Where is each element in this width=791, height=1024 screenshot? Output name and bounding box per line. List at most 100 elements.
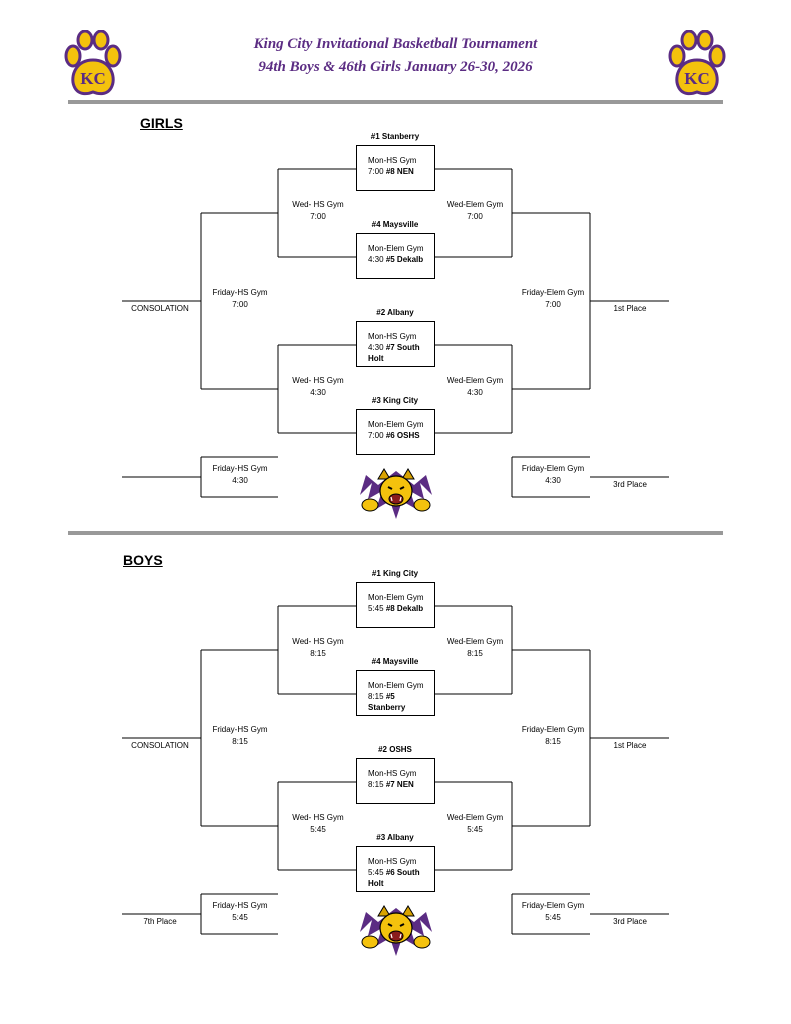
- game-box: Mon-Elem Gym 5:45 #8 Dekalb: [356, 582, 435, 628]
- friday-game: Friday-HS Gym 8:15: [195, 724, 285, 748]
- game-time: 7:00: [467, 212, 483, 221]
- game-time: 8:15: [467, 649, 483, 658]
- game-time: 8:15: [310, 649, 326, 658]
- game-gym: Wed-Elem Gym: [446, 813, 504, 822]
- game-time: 7:00: [232, 300, 248, 309]
- game-gym: Mon-Elem Gym: [368, 420, 424, 429]
- game-time: 8:15: [368, 780, 384, 789]
- seed-bottom: #5 Dekalb: [385, 255, 424, 264]
- game-time: 4:30: [310, 388, 326, 397]
- consolation-label: CONSOLATION: [131, 304, 189, 313]
- seed-top: #4 Maysville: [371, 220, 419, 229]
- seed-bottom: #6 OSHS: [385, 431, 420, 440]
- game-box: Mon-HS Gym 7:00 #8 NEN: [356, 145, 435, 191]
- game-gym: Mon-HS Gym: [368, 332, 417, 341]
- friday-game: Friday-Elem Gym 4:30: [508, 463, 598, 487]
- game-time: 8:15: [232, 737, 248, 746]
- game-gym: Friday-HS Gym: [212, 288, 268, 297]
- seed-bottom: #8 NEN: [385, 167, 414, 176]
- game-gym: Friday-Elem Gym: [521, 901, 585, 910]
- game-time: 5:45: [545, 913, 561, 922]
- friday-game: Friday-HS Gym 5:45: [195, 900, 285, 924]
- game-time: 4:30: [368, 343, 384, 352]
- tournament-subtitle: 94th Boys & 46th Girls January 26-30, 20…: [258, 59, 533, 75]
- section-title: BOYS: [123, 552, 163, 568]
- seed-top: #2 Albany: [376, 308, 414, 317]
- wildcat-mascot-icon: [360, 468, 432, 519]
- section-title: GIRLS: [140, 115, 183, 131]
- seed-bottom: #7 South: [385, 343, 420, 352]
- game-gym: Friday-HS Gym: [212, 725, 268, 734]
- game-gym: Mon-Elem Gym: [368, 593, 424, 602]
- game-time: 7:00: [310, 212, 326, 221]
- seed-bottom: #6 South: [385, 868, 420, 877]
- consolation-label: CONSOLATION: [131, 741, 189, 750]
- first-place-label: 1st Place: [613, 741, 647, 750]
- seed-bottom: #8 Dekalb: [385, 604, 424, 613]
- wed-right-game: Wed-Elem Gym 7:00: [430, 199, 520, 223]
- friday-game: Friday-HS Gym 4:30: [195, 463, 285, 487]
- seed-bottom: #7 NEN: [385, 780, 414, 789]
- seed-bottom-2: Stanberry: [368, 703, 406, 712]
- seed-top: #3 Albany: [376, 833, 414, 842]
- seed-top: #4 Maysville: [371, 657, 419, 666]
- game-gym: Mon-Elem Gym: [368, 681, 424, 690]
- game-gym: Friday-Elem Gym: [521, 288, 585, 297]
- game-box: Mon-Elem Gym 4:30 #5 Dekalb: [356, 233, 435, 279]
- seventh-place-label: 7th Place: [143, 917, 177, 926]
- friday-game: Friday-HS Gym 7:00: [195, 287, 285, 311]
- game-time: 4:30: [545, 476, 561, 485]
- seed-top: #1 Stanberry: [370, 132, 420, 141]
- seed-top: #3 King City: [371, 396, 419, 405]
- game-gym: Mon-HS Gym: [368, 857, 417, 866]
- game-time: 7:00: [368, 431, 384, 440]
- game-gym: Friday-Elem Gym: [521, 464, 585, 473]
- game-time: 5:45: [232, 913, 248, 922]
- third-place-label: 3rd Place: [613, 480, 647, 489]
- game-gym: Friday-Elem Gym: [521, 725, 585, 734]
- seed-bottom: #5: [385, 692, 395, 701]
- game-time: 4:30: [467, 388, 483, 397]
- seed-bottom-2: Holt: [368, 879, 384, 888]
- game-gym: Wed- HS Gym: [292, 637, 344, 646]
- tournament-title: King City Invitational Basketball Tourna…: [253, 36, 538, 52]
- game-gym: Friday-HS Gym: [212, 464, 268, 473]
- wildcat-mascot-icon: [360, 905, 432, 956]
- game-gym: Wed- HS Gym: [292, 813, 344, 822]
- wed-right-game: Wed-Elem Gym 5:45: [430, 812, 520, 836]
- game-time: 5:45: [467, 825, 483, 834]
- logo-text: KC: [80, 69, 106, 88]
- section-divider: [68, 531, 723, 535]
- game-gym: Wed- HS Gym: [292, 376, 344, 385]
- game-time: 5:45: [368, 868, 384, 877]
- friday-game: Friday-Elem Gym 7:00: [508, 287, 598, 311]
- game-gym: Friday-HS Gym: [212, 901, 268, 910]
- game-gym: Mon-Elem Gym: [368, 244, 424, 253]
- wed-left-game: Wed- HS Gym 8:15: [273, 636, 363, 660]
- header-divider: [68, 100, 723, 104]
- game-time: 4:30: [232, 476, 248, 485]
- game-time: 5:45: [368, 604, 384, 613]
- game-time: 7:00: [368, 167, 384, 176]
- paw-logo-right: KC: [668, 30, 726, 96]
- seed-top: #2 OSHS: [378, 745, 412, 754]
- wed-left-game: Wed- HS Gym 4:30: [273, 375, 363, 399]
- game-box: Mon-Elem Gym 7:00 #6 OSHS: [356, 409, 435, 455]
- game-time: 7:00: [545, 300, 561, 309]
- paw-logo-left: KC: [64, 30, 122, 96]
- friday-game: Friday-Elem Gym 5:45: [508, 900, 598, 924]
- logo-text: KC: [684, 69, 710, 88]
- game-time: 4:30: [368, 255, 384, 264]
- game-gym: Wed-Elem Gym: [446, 200, 504, 209]
- game-gym: Mon-HS Gym: [368, 156, 417, 165]
- seed-top: #1 King City: [371, 569, 419, 578]
